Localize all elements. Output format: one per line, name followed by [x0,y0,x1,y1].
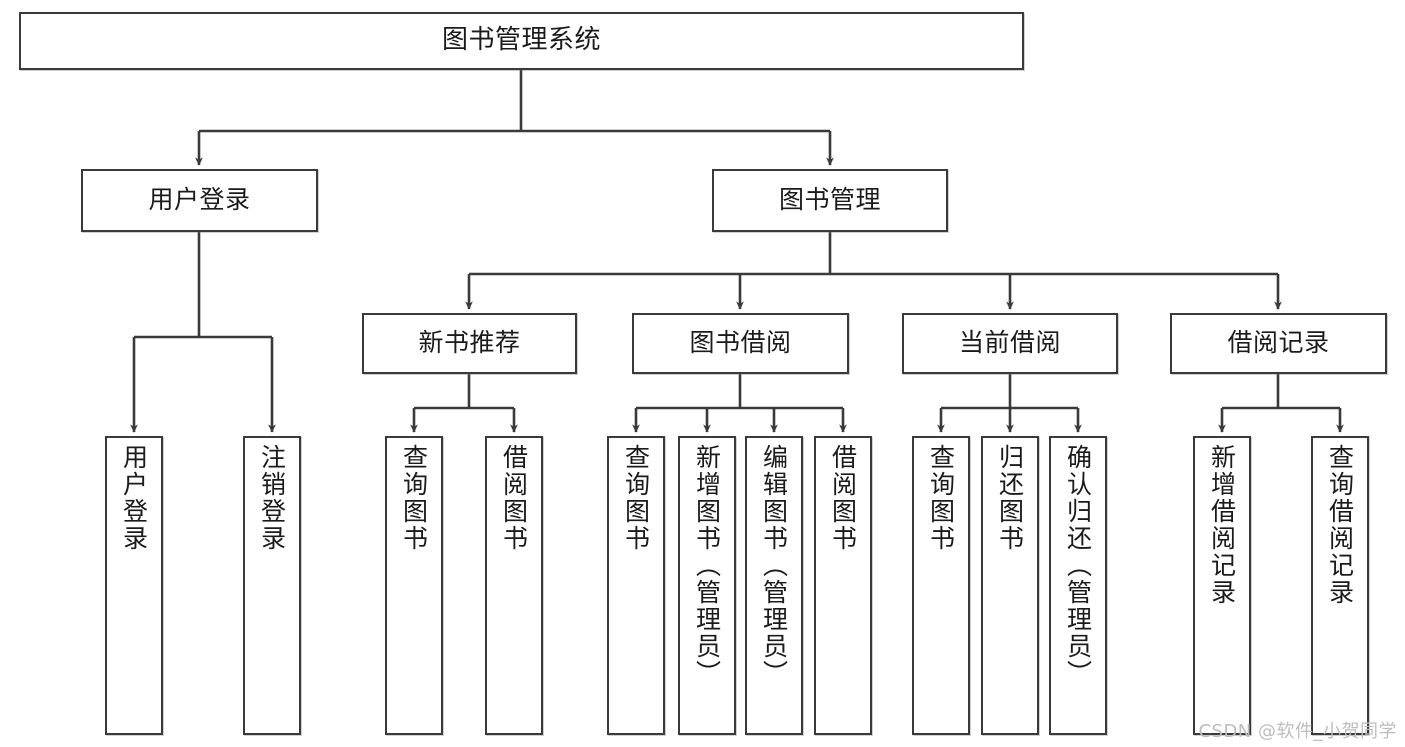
node-label: 用户登录 [148,185,251,215]
node-book-borrow[interactable]: 图书借阅 [632,313,849,374]
node-label: 图书借阅 [689,328,792,358]
node-label: 新书推荐 [418,328,521,358]
node-label: 新增借阅记录 [1207,444,1237,606]
node-label: 查询图书 [399,444,429,552]
node-label: 图书管理 [778,185,881,215]
leaf-new-book-query-book[interactable]: 查询图书 [385,436,443,735]
node-label: 编辑图书（管理员） [759,444,789,687]
node-label: 用户登录 [119,444,149,552]
node-label: 当前借阅 [958,328,1061,358]
leaf-book-borrow-add-book-admin[interactable]: 新增图书（管理员） [678,436,736,735]
node-user-login[interactable]: 用户登录 [81,169,318,232]
node-label: 图书管理系统 [441,25,601,56]
leaf-new-book-borrow-book[interactable]: 借阅图书 [485,436,543,735]
leaf-book-borrow-borrow-book[interactable]: 借阅图书 [814,436,872,735]
node-label: 查询借阅记录 [1325,444,1355,606]
leaf-user-login-logout[interactable]: 注销登录 [243,436,301,735]
leaf-user-login-login[interactable]: 用户登录 [105,436,163,735]
node-label: 查询图书 [926,444,956,552]
node-label: 新增图书（管理员） [692,444,722,687]
node-new-book-recommend[interactable]: 新书推荐 [362,313,577,374]
node-label: 确认归还（管理员） [1063,444,1093,687]
leaf-borrow-record-query-record[interactable]: 查询借阅记录 [1311,436,1369,735]
leaf-current-borrow-return-book[interactable]: 归还图书 [981,436,1039,735]
node-label: 查询图书 [621,444,651,552]
node-borrow-record[interactable]: 借阅记录 [1170,313,1387,374]
node-label: 借阅图书 [828,444,858,552]
leaf-book-borrow-query-book[interactable]: 查询图书 [607,436,665,735]
leaf-borrow-record-add-record[interactable]: 新增借阅记录 [1193,436,1251,735]
node-label: 借阅记录 [1227,328,1330,358]
node-label: 归还图书 [995,444,1025,552]
leaf-current-borrow-confirm-return-admin[interactable]: 确认归还（管理员） [1049,436,1107,735]
node-label: 注销登录 [257,444,287,552]
node-book-management[interactable]: 图书管理 [712,169,948,232]
watermark-text: CSDN @软件_小贺同学 [1198,721,1397,742]
node-label: 借阅图书 [499,444,529,552]
node-root-book-management-system[interactable]: 图书管理系统 [19,12,1024,70]
node-current-borrow[interactable]: 当前借阅 [902,313,1118,374]
leaf-current-borrow-query-book[interactable]: 查询图书 [912,436,970,735]
leaf-book-borrow-edit-book-admin[interactable]: 编辑图书（管理员） [745,436,803,735]
